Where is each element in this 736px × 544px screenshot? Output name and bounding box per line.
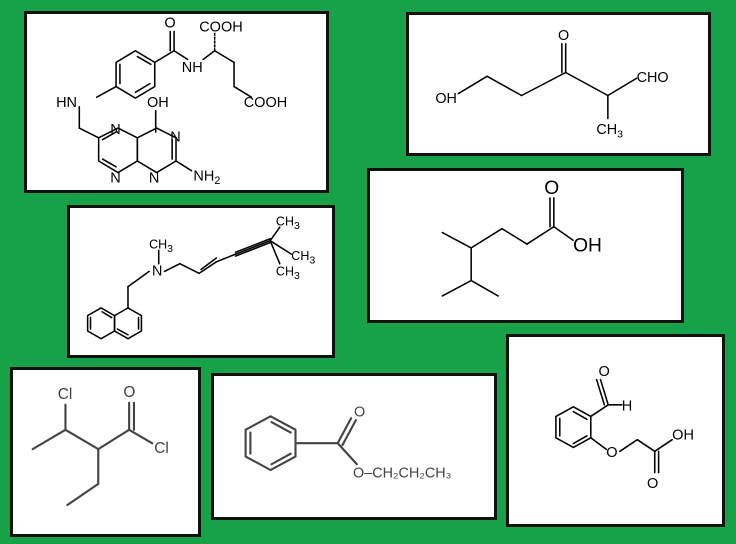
n2-label: N [170,130,180,146]
propyl-benzoate-structure: O O–CH₂CH₂CH₃ [244,404,452,482]
amide-o-label: O [164,16,175,32]
hn-label: HN [56,95,77,111]
methylhexanoic-acid-structure: O OH [441,178,602,297]
folic-acid-structure: COOH O NH COOH HN OH N N N N NH2 [56,16,288,188]
oh-label: OH [435,91,457,107]
hydroxy-keto-aldehyde-card: OH O CHO CH3 [406,12,711,156]
aldehyde-o-label: O [599,364,610,380]
cooh-right-label: COOH [244,95,288,111]
acyl-cl-label: Cl [154,440,169,457]
aldehyde-h-label: H [622,399,632,415]
formylphenoxyacetic-acid-structure: O H O OH O [555,364,694,492]
carbonyl-o-label: O [354,404,365,420]
tbutyl-ch3-a-label: CH3 [276,214,300,232]
folic-acid-card: COOH O NH COOH HN OH N N N N NH2 [24,11,329,193]
methylhexanoic-acid-card: O OH [367,168,684,323]
carbonyl-o-label: O [544,178,559,199]
alkyl-cl-label: Cl [58,386,73,403]
ester-chain-label: O–CH₂CH₂CH₃ [353,466,452,482]
acid-oh-label: OH [672,428,694,444]
n4-label: N [149,170,159,186]
hydroxy-keto-aldehyde-structure: OH O CHO CH3 [435,28,669,141]
ether-o-label: O [606,445,617,461]
ch3-label: CH3 [596,122,623,141]
n3-label: N [110,170,120,186]
nh2-label: NH2 [193,168,220,187]
n1-label: N [110,122,120,138]
cho-label: CHO [637,70,669,86]
chloro-acyl-chloride-structure: Cl O Cl [31,384,169,507]
amide-nh-label: NH [182,60,203,76]
formylphenoxyacetic-acid-card: O H O OH O [506,334,725,527]
oh-label: OH [147,95,169,111]
oh-label: OH [573,236,602,257]
chloro-acyl-chloride-card: Cl O Cl [10,367,201,537]
amine-n-label: N [152,263,162,279]
terbinafine-structure: CH3 N CH3 CH3 CH3 [86,214,315,340]
ketone-o-label: O [558,28,569,44]
tbutyl-ch3-c-label: CH3 [276,264,300,282]
tbutyl-ch3-b-label: CH3 [291,249,315,267]
cooh-top-label: COOH [199,19,243,35]
n-methyl-label: CH3 [149,237,173,255]
propyl-benzoate-card: O O–CH₂CH₂CH₃ [211,373,497,520]
acid-o-label: O [647,476,658,492]
terbinafine-card: CH3 N CH3 CH3 CH3 [67,205,335,358]
carbonyl-o-label: O [123,384,135,401]
